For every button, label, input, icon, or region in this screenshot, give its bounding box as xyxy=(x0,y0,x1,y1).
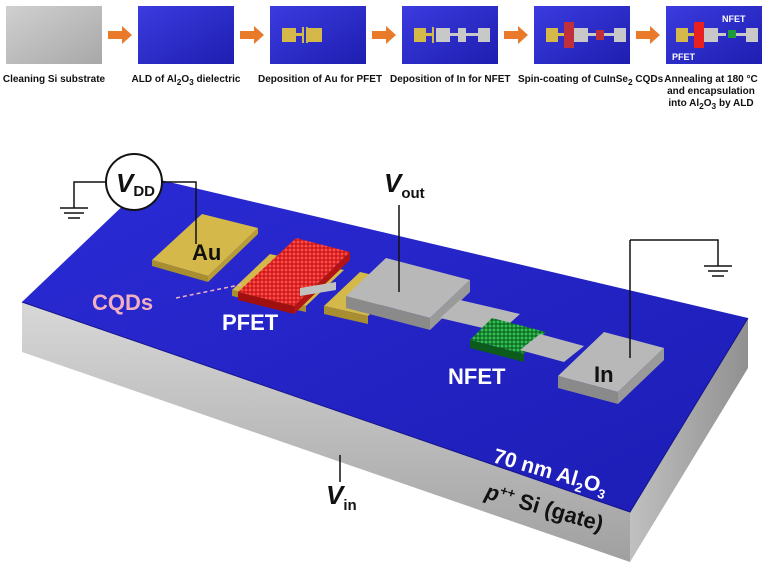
vdd-sub: DD xyxy=(133,183,155,200)
arrow-icon xyxy=(108,26,132,44)
in-pad xyxy=(558,332,664,392)
au-label: Au xyxy=(192,240,221,265)
process-flow: PFET NFET xyxy=(6,6,762,64)
thumb-au-pads xyxy=(282,27,322,43)
step-label: ALD of Al2O3 dielectric xyxy=(131,74,241,87)
flow-arrows xyxy=(108,26,660,44)
vout-sub: out xyxy=(401,185,424,202)
au-pad xyxy=(152,214,258,276)
vdd-source-icon xyxy=(105,153,163,211)
vin-label: V xyxy=(326,480,346,510)
substrate-side xyxy=(630,318,748,562)
substrate-front xyxy=(22,302,630,562)
step-label: Cleaning Si substrate xyxy=(2,74,106,85)
ground-icon xyxy=(704,265,732,277)
thumb-in-pads xyxy=(414,27,490,43)
vout-label: V xyxy=(384,168,404,198)
svg-text:Vout: Vout xyxy=(384,168,425,202)
step-label: Deposition of Au for PFET xyxy=(258,74,383,85)
arrow-icon xyxy=(372,26,396,44)
arrow-icon xyxy=(636,26,660,44)
svg-text:VDD: VDD xyxy=(116,168,155,200)
vin-sub: in xyxy=(343,497,356,514)
nfet-label: NFET xyxy=(448,364,506,389)
vout-pad xyxy=(346,258,470,318)
thumb-ald xyxy=(138,6,234,64)
step-label: Spin-coating of CuInSe2 CQDs xyxy=(518,74,664,87)
ground-icon xyxy=(60,207,88,219)
arrow-icon xyxy=(240,26,264,44)
thumb-anneal-pads: PFET NFET xyxy=(672,14,758,62)
arrow-icon xyxy=(504,26,528,44)
vdd-label: V xyxy=(116,168,136,198)
in-label: In xyxy=(594,362,614,387)
thumb-si-substrate xyxy=(6,6,102,64)
pfet-cqd-block xyxy=(238,238,350,306)
thumb-nfet-label: NFET xyxy=(722,14,746,24)
pfet-label: PFET xyxy=(222,310,279,335)
step-label: Deposition of In for NFET xyxy=(390,74,511,85)
thumb-cqd-pads xyxy=(546,22,626,48)
svg-text:Vin: Vin xyxy=(326,480,357,514)
cqds-label: CQDs xyxy=(92,290,153,315)
wires xyxy=(73,181,719,482)
thumb-pfet-label: PFET xyxy=(672,52,696,62)
device-diagram: VDD Vout Vin Au In CQDs PFET NFET 70 nm … xyxy=(21,153,749,562)
